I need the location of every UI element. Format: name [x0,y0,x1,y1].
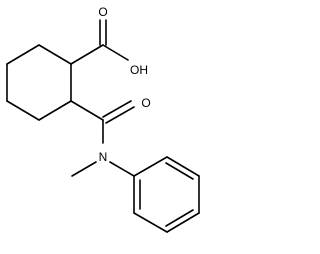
amide-double-bond [102,100,132,118]
phenyl-inner-double-bond [165,162,194,180]
amide-oxygen-label: O [141,96,150,110]
carboxyl-single-bond [102,44,129,61]
ring-bond [6,44,40,65]
carboxylic-acid-group: O OH [70,5,148,77]
cyclohexane-ring [6,44,72,121]
n-methyl-bond [71,161,97,177]
carboxyl-oxygen-label: O [98,5,107,19]
phenyl-ring [133,156,200,233]
nitrogen-to-phenyl-bond [109,161,135,177]
ring-to-amide-bond [70,100,104,121]
ring-bond [38,44,72,65]
phenyl-inner-double-bond [165,209,194,227]
ring-bond [38,100,72,121]
nitrogen-label: N [99,150,108,164]
phenyl-bond [133,212,168,233]
amide-double-bond [105,106,135,124]
chemical-structure-diagram: O OH O N [6,5,200,233]
phenyl-bond [166,156,200,177]
amide-group: O N [70,96,151,177]
phenyl-bond [166,212,200,233]
hydroxyl-label: OH [130,63,148,77]
phenyl-bond [133,156,168,177]
ring-bond [6,100,40,121]
ring-to-carboxyl-bond [70,44,104,65]
